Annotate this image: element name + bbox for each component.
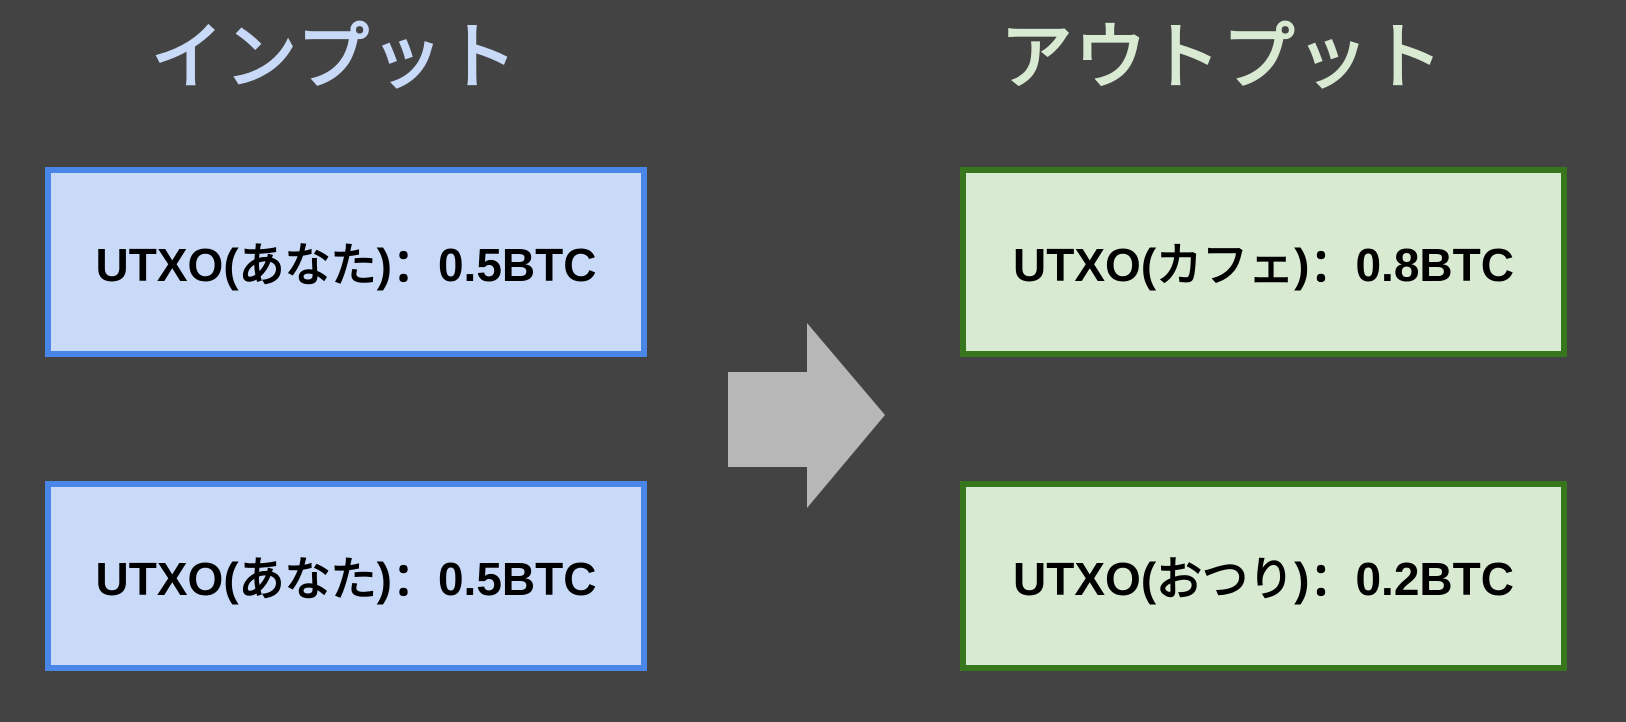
input-utxo-label-2: UTXO(あなた)：0.5BTC [95,553,597,605]
input-utxo-label-1: UTXO(あなた)：0.5BTC [95,239,597,291]
right-arrow-icon [728,323,885,508]
input-utxo-box-2: UTXO(あなた)：0.5BTC [45,481,647,671]
input-utxo-box-1: UTXO(あなた)：0.5BTC [45,167,647,357]
output-utxo-box-1: UTXO(カフェ)：0.8BTC [960,167,1567,357]
inputs-title: インプット [151,18,519,98]
output-utxo-label-2: UTXO(おつり)：0.2BTC [1013,553,1514,605]
outputs-title: アウトプット [1000,18,1445,98]
output-utxo-label-1: UTXO(カフェ)：0.8BTC [1013,239,1514,291]
output-utxo-box-2: UTXO(おつり)：0.2BTC [960,481,1567,671]
